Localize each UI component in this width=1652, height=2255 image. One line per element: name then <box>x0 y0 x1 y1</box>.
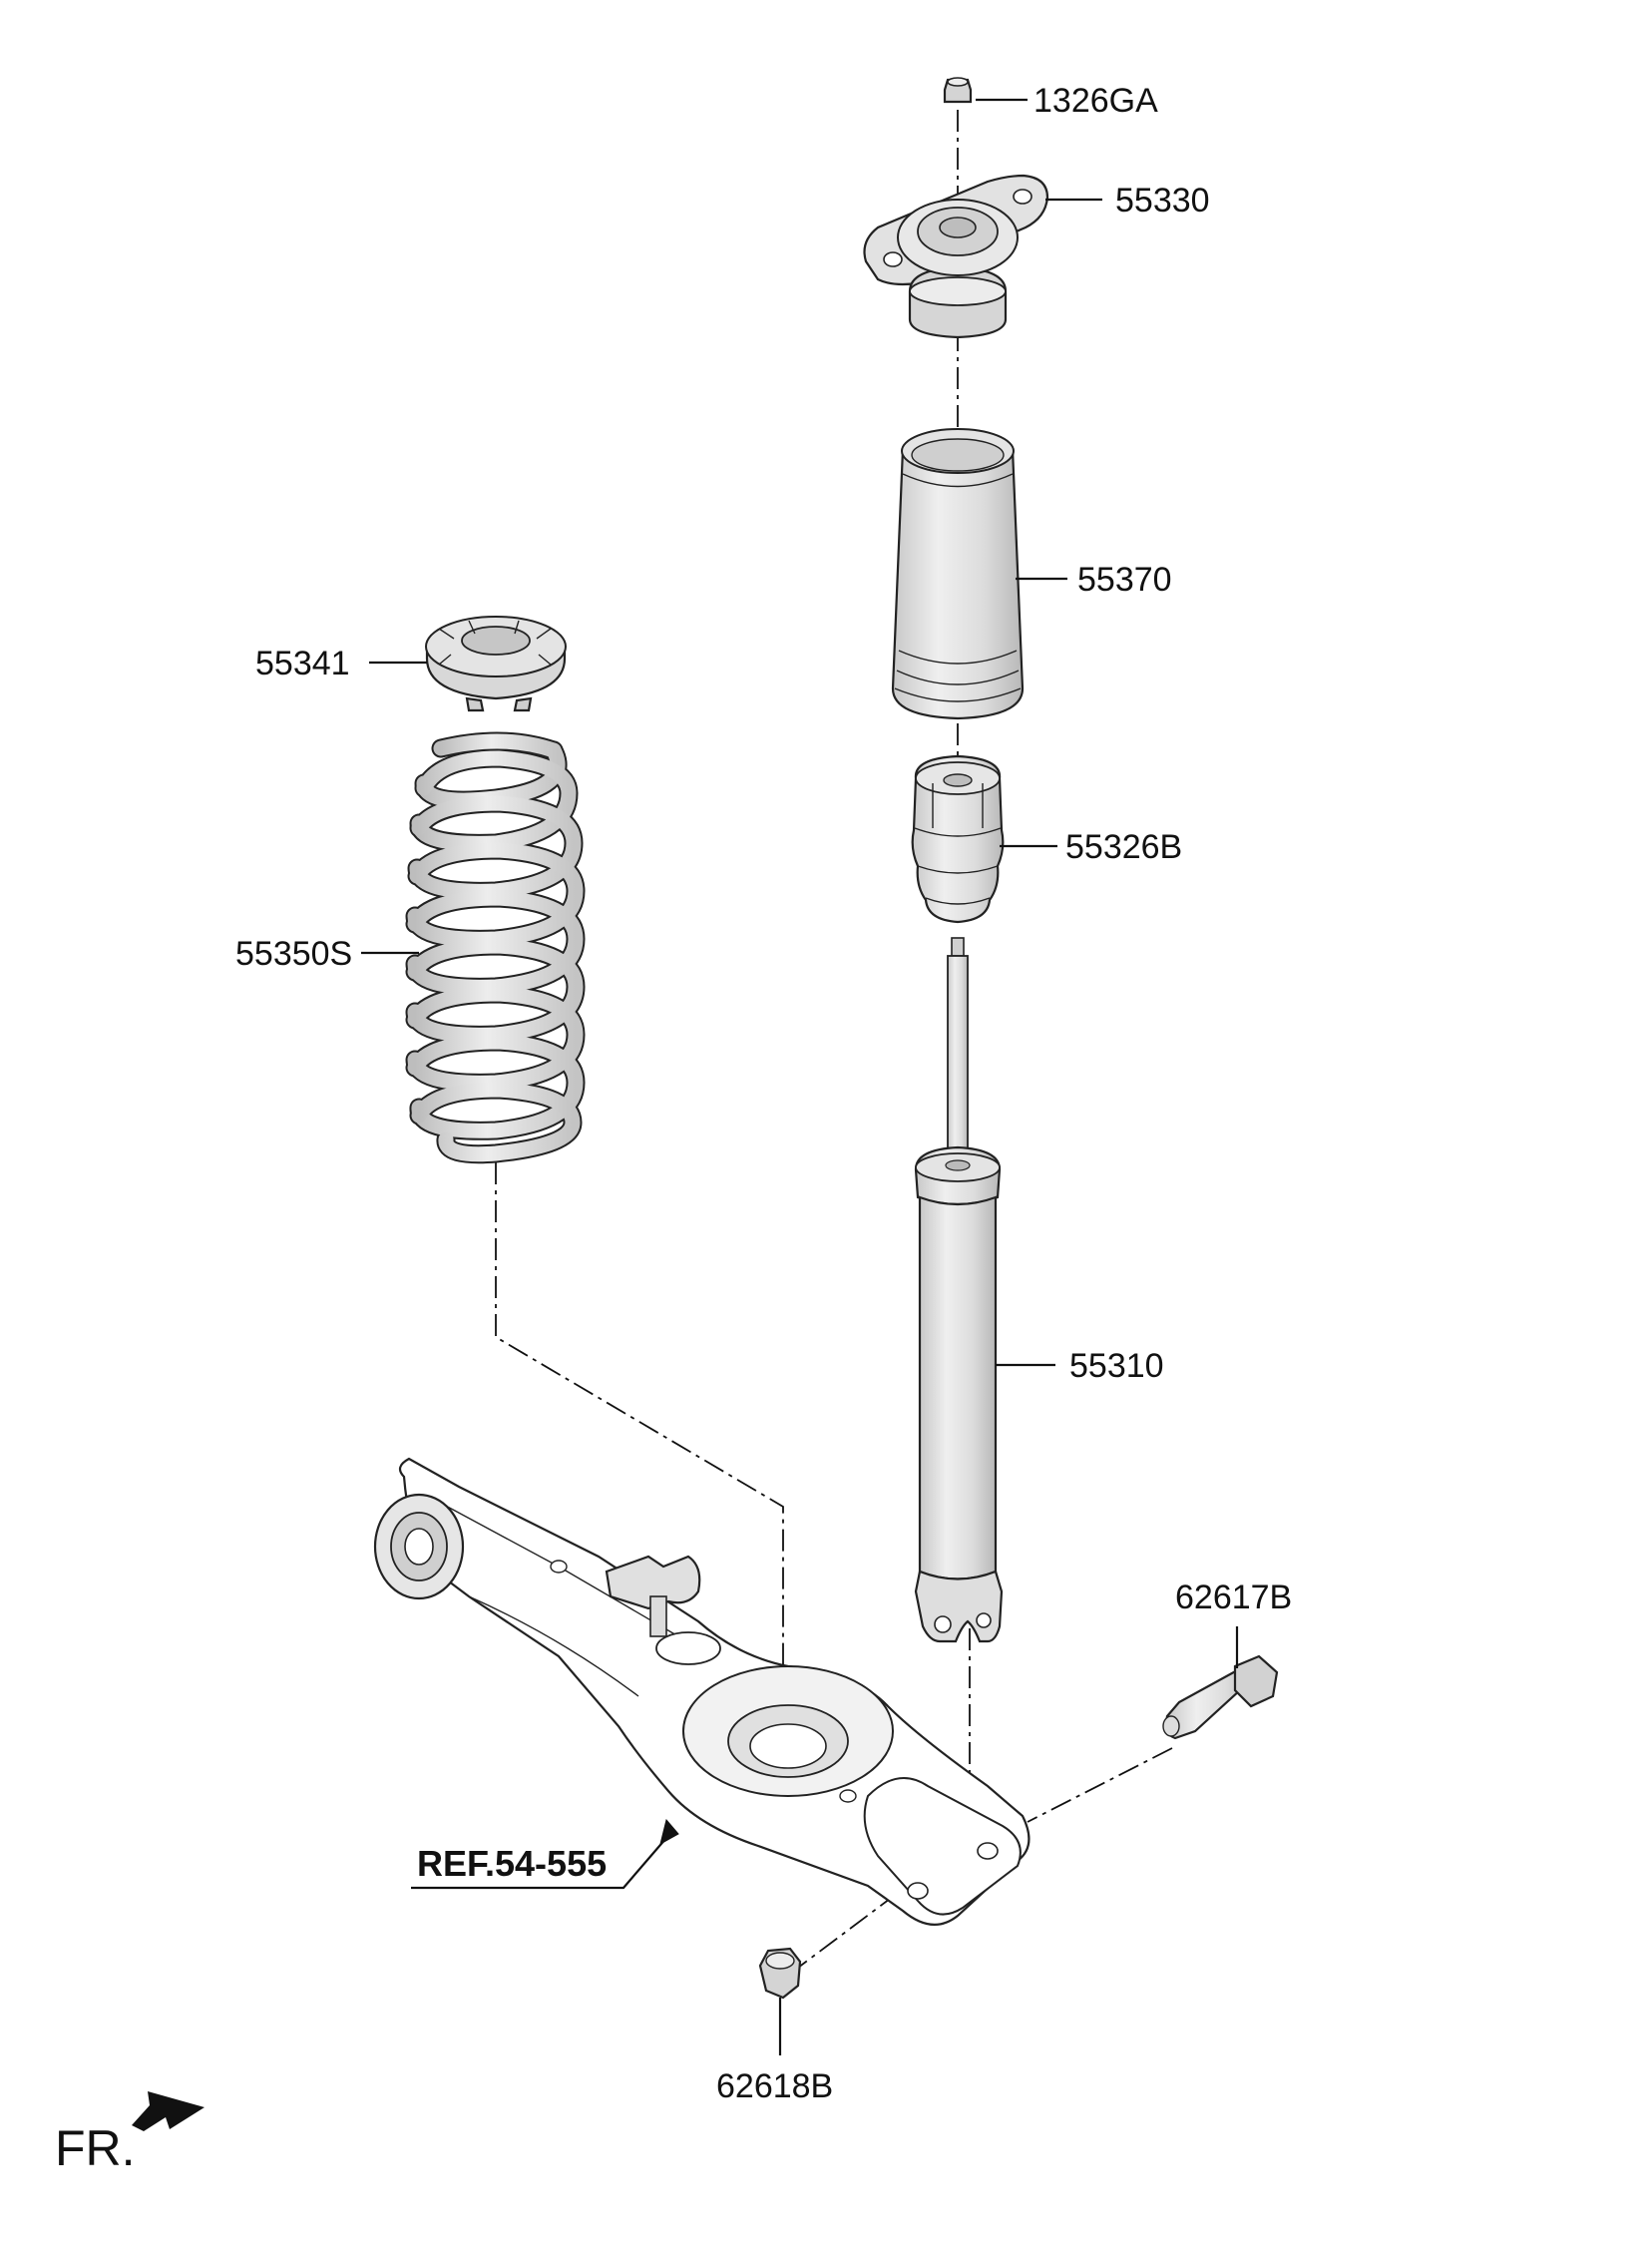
bolt <box>1162 1654 1279 1740</box>
reference-label: REF.54-555 <box>417 1843 607 1884</box>
lower-control-arm <box>373 1457 1031 1926</box>
front-label: FR. <box>55 2120 136 2176</box>
shock-absorber <box>914 937 1004 1643</box>
bottom-nut <box>758 1947 802 2000</box>
strut-mount <box>863 174 1049 339</box>
front-arrow-icon <box>132 2091 205 2131</box>
label-55341: 55341 <box>255 645 350 682</box>
label-1326ga: 1326GA <box>1033 82 1158 120</box>
leader-lines <box>361 98 1239 2055</box>
part-labels: 1326GA 55330 55370 55341 55326B 55350S 5… <box>235 82 1292 2105</box>
dust-cover <box>891 428 1025 720</box>
label-62617b: 62617B <box>1175 1578 1292 1616</box>
assembly-axes <box>495 110 1173 1969</box>
label-55350s: 55350S <box>235 935 352 973</box>
coil-spring <box>405 731 586 1164</box>
top-nut <box>943 77 973 104</box>
label-55326b: 55326B <box>1065 828 1182 866</box>
label-55370: 55370 <box>1077 561 1172 599</box>
label-55310: 55310 <box>1069 1347 1164 1385</box>
bump-stopper <box>911 754 1005 924</box>
ref-arrow-icon <box>659 1818 679 1845</box>
spring-pad <box>425 616 567 712</box>
label-62618b: 62618B <box>716 2067 833 2105</box>
label-55330: 55330 <box>1115 182 1210 220</box>
front-direction-indicator: FR. <box>55 2091 205 2176</box>
